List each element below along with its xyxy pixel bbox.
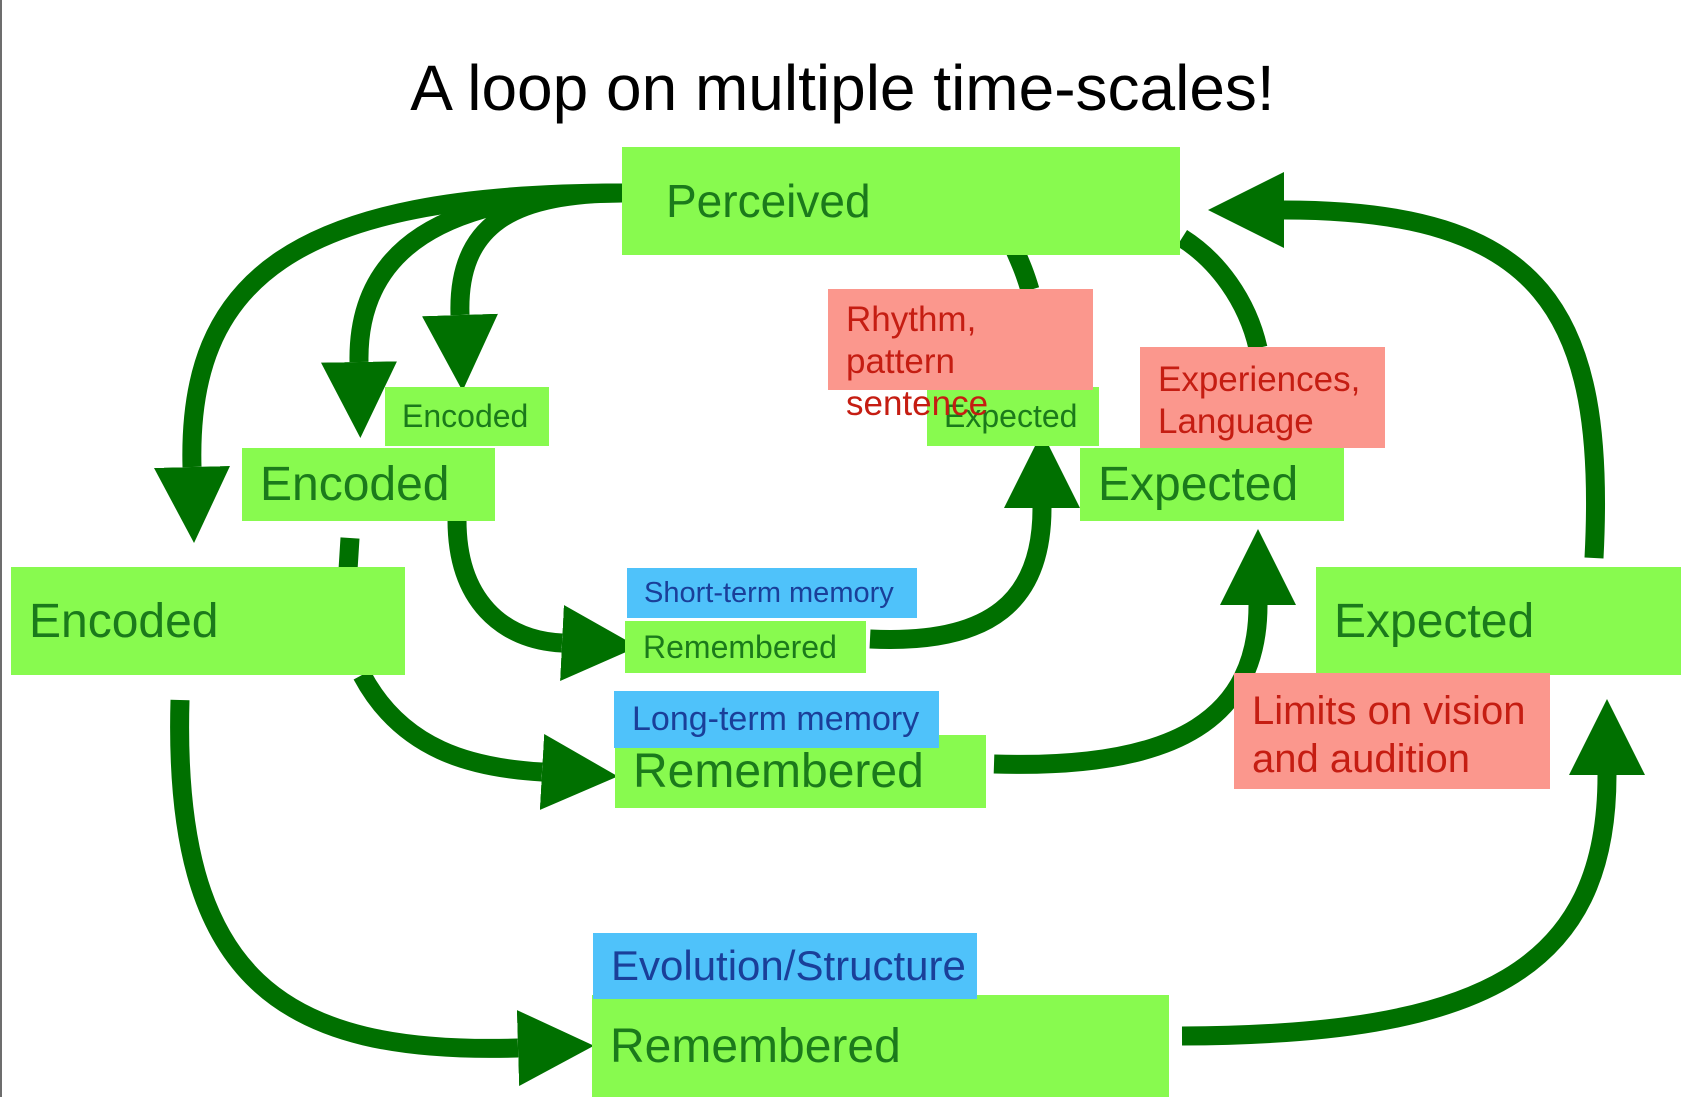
arrow-expected-evolution-to-perceived: [1208, 172, 1606, 559]
tag-evolution-structure: Evolution/Structure: [593, 933, 977, 999]
tag-long-term-memory-label: Long-term memory: [632, 700, 920, 738]
node-expected-long: Expected: [1080, 448, 1344, 521]
arrow-remembered-short-to-expected-short: [869, 432, 1080, 650]
tag-experiences-language: Experiences, Language: [1140, 347, 1385, 448]
diagram-title: A loop on multiple time-scales!: [410, 52, 1275, 124]
node-encoded-short: Encoded: [385, 387, 549, 446]
node-expected-short-label: Expected: [944, 398, 1078, 434]
node-encoded-evolution-label: Encoded: [29, 594, 219, 648]
arrow-encoded-evolution-to-remembered-evolution: [170, 699, 594, 1086]
node-encoded-evolution: Encoded: [11, 567, 405, 675]
tag-short-term-memory: Short-term memory: [627, 568, 917, 618]
arrow-remembered-long-to-expected-long: [993, 529, 1296, 774]
node-remembered-evolution: Remembered: [592, 995, 1169, 1097]
node-expected-evolution: Expected: [1316, 567, 1681, 675]
arrow-remembered-evolution-to-expected-evolution: [1181, 699, 1645, 1046]
node-remembered-short-label: Remembered: [643, 628, 837, 665]
arrow-perceived-to-encoded-evolution: [154, 183, 623, 543]
node-perceived: Perceived: [622, 147, 1180, 255]
node-remembered-long-label: Remembered: [633, 745, 924, 798]
tag-short-term-memory-label: Short-term memory: [644, 576, 894, 609]
tag-limits-vision-audition: Limits on vision and audition: [1234, 673, 1550, 789]
tag-rhythm-pattern-sentence: Rhythm, pattern sentence: [828, 289, 1093, 423]
node-perceived-label: Perceived: [666, 175, 871, 227]
tag-limits-vision-audition-label: Limits on vision and audition: [1252, 689, 1526, 781]
tag-long-term-memory: Long-term memory: [614, 691, 939, 748]
arrow-encoded-evolution-to-remembered-long: [353, 670, 618, 810]
arrow-encoded-long-to-remembered-short: [447, 519, 638, 681]
tag-evolution-structure-label: Evolution/Structure: [611, 942, 966, 989]
tag-rhythm-pattern-sentence-label: Rhythm, pattern sentence: [846, 300, 989, 423]
node-remembered-short: Remembered: [625, 621, 866, 673]
node-expected-long-label: Expected: [1098, 458, 1299, 511]
node-encoded-short-label: Encoded: [402, 398, 529, 434]
node-encoded-long: Encoded: [242, 448, 495, 521]
node-expected-short: Expected: [927, 387, 1099, 446]
tag-experiences-language-label: Experiences, Language: [1158, 360, 1361, 441]
node-expected-evolution-label: Expected: [1334, 594, 1535, 648]
arrow-expected-long-to-perceived: [1176, 229, 1268, 351]
node-remembered-evolution-label: Remembered: [610, 1019, 901, 1073]
arrow-encoded-long-to-remembered-long: [338, 537, 360, 571]
node-encoded-long-label: Encoded: [260, 458, 450, 511]
